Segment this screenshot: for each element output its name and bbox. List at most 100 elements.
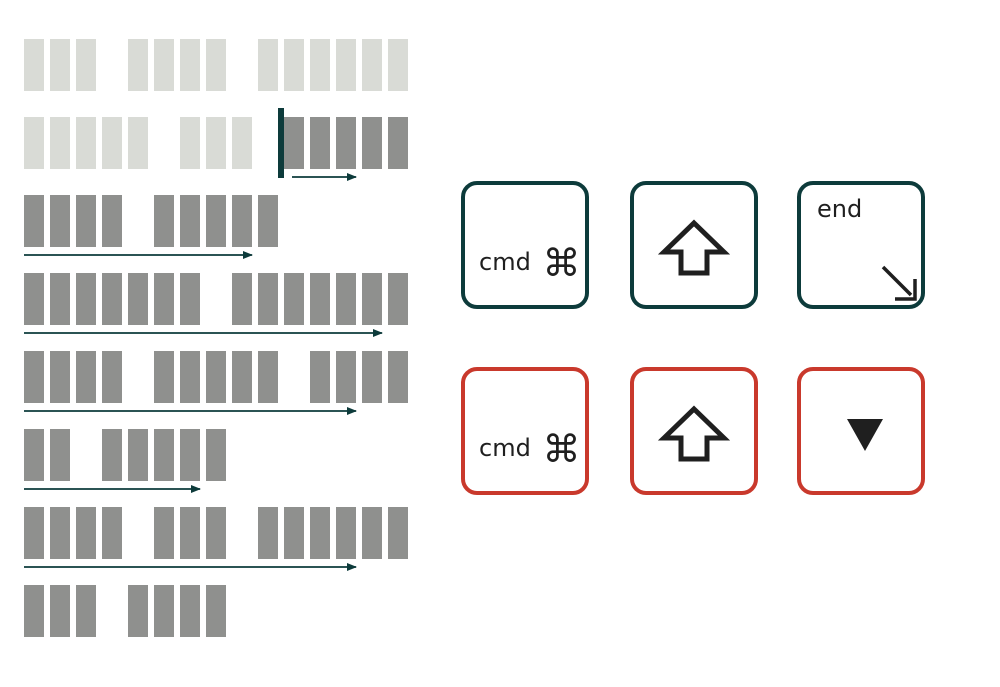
text-block: [102, 429, 122, 481]
text-block: [24, 273, 44, 325]
text-block: [284, 273, 304, 325]
text-block: [24, 585, 44, 637]
text-block: [310, 117, 330, 169]
text-block: [154, 39, 174, 91]
text-selection-illustration: [24, 39, 408, 637]
text-block: [76, 273, 96, 325]
text-block: [154, 195, 174, 247]
text-block: [284, 39, 304, 91]
down-triangle-icon: [847, 419, 883, 451]
text-block: [102, 273, 122, 325]
text-block: [24, 117, 44, 169]
shift-arrow-icon: [658, 405, 730, 462]
text-block: [310, 273, 330, 325]
text-block: [258, 39, 278, 91]
text-block: [232, 351, 252, 403]
text-block: [76, 507, 96, 559]
text-block: [180, 273, 200, 325]
text-block: [128, 273, 148, 325]
text-block: [362, 273, 382, 325]
text-block: [258, 351, 278, 403]
text-block: [362, 39, 382, 91]
down-arrow-key: [797, 367, 925, 495]
text-block: [50, 507, 70, 559]
text-block: [310, 351, 330, 403]
text-block: [284, 117, 304, 169]
text-block: [76, 117, 96, 169]
text-block: [232, 117, 252, 169]
command-icon: ⌘: [542, 241, 581, 285]
text-block: [154, 273, 174, 325]
text-block: [206, 429, 226, 481]
text-block: [50, 273, 70, 325]
text-block: [336, 507, 356, 559]
end-arrow-icon: [881, 265, 917, 301]
text-block: [76, 351, 96, 403]
text-block: [128, 39, 148, 91]
text-block: [180, 351, 200, 403]
text-block: [362, 507, 382, 559]
text-block: [102, 117, 122, 169]
text-block: [206, 351, 226, 403]
text-block: [336, 351, 356, 403]
text-block: [388, 507, 408, 559]
text-cursor: [278, 108, 284, 178]
text-block: [180, 585, 200, 637]
text-block: [336, 273, 356, 325]
text-block: [50, 117, 70, 169]
text-block: [24, 195, 44, 247]
text-block: [180, 429, 200, 481]
text-block: [128, 429, 148, 481]
text-block: [206, 195, 226, 247]
text-block: [154, 585, 174, 637]
text-block: [362, 117, 382, 169]
text-block: [258, 273, 278, 325]
text-block: [310, 39, 330, 91]
end-key: end: [797, 181, 925, 309]
text-block: [232, 195, 252, 247]
text-block: [258, 195, 278, 247]
text-block: [50, 195, 70, 247]
text-block: [154, 507, 174, 559]
text-block: [206, 117, 226, 169]
text-block: [128, 585, 148, 637]
text-block: [362, 351, 382, 403]
text-block: [180, 39, 200, 91]
text-block: [102, 351, 122, 403]
text-block: [50, 429, 70, 481]
text-block: [388, 351, 408, 403]
text-block: [50, 351, 70, 403]
text-block: [232, 273, 252, 325]
text-block: [102, 195, 122, 247]
shift-arrow-icon: [658, 219, 730, 276]
text-block: [336, 39, 356, 91]
text-block: [284, 507, 304, 559]
text-block: [50, 39, 70, 91]
text-block: [50, 585, 70, 637]
text-block: [206, 39, 226, 91]
text-block: [76, 585, 96, 637]
text-block: [154, 429, 174, 481]
text-block: [336, 117, 356, 169]
text-block: [310, 507, 330, 559]
text-block: [258, 507, 278, 559]
text-block: [388, 39, 408, 91]
text-block: [154, 351, 174, 403]
cmd-key-label: cmd ⌘: [479, 427, 581, 471]
text-block: [24, 429, 44, 481]
command-icon: ⌘: [542, 427, 581, 471]
shift-key-windows: [630, 367, 758, 495]
cmd-key: cmd ⌘: [461, 181, 589, 309]
text-block: [206, 585, 226, 637]
text-block: [180, 507, 200, 559]
text-block: [102, 507, 122, 559]
text-block: [388, 117, 408, 169]
text-block: [180, 117, 200, 169]
text-block: [206, 507, 226, 559]
text-block: [24, 39, 44, 91]
text-block: [24, 507, 44, 559]
text-block: [128, 117, 148, 169]
cmd-key-windows: cmd ⌘: [461, 367, 589, 495]
cmd-key-label: cmd ⌘: [479, 241, 581, 285]
end-key-label: end: [817, 195, 863, 223]
